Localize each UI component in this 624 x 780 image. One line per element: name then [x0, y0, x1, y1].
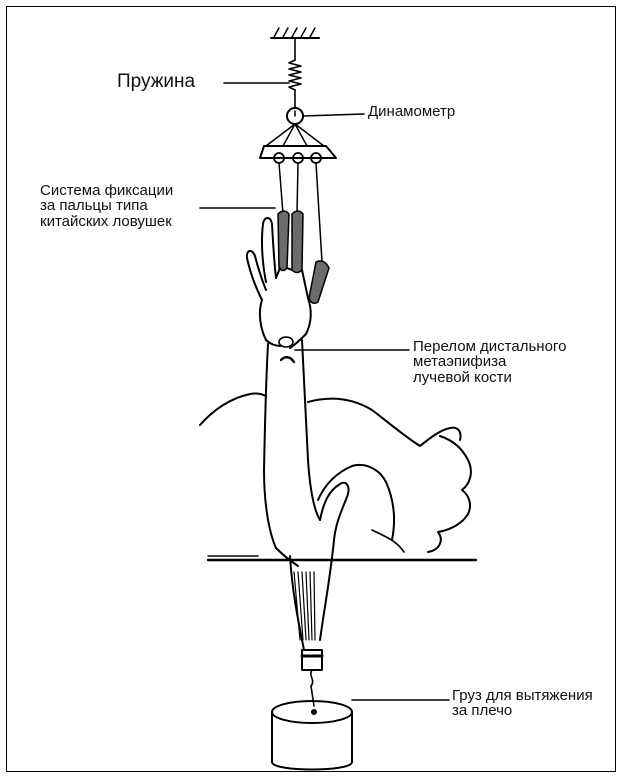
upper-arm [276, 483, 349, 650]
dynamometer [266, 108, 324, 146]
label-fixation-system: Система фиксации за пальцы типа китайски… [40, 183, 173, 229]
elbow-clamp [302, 650, 322, 706]
spring [289, 38, 301, 108]
label-weight: Груз для вытяжения за плечо [452, 688, 593, 719]
spreader-bar [260, 146, 336, 163]
traction-weight [272, 701, 352, 770]
traction-sleeve [294, 572, 315, 640]
label-fracture: Перелом дистального метаэпифиза лучевой … [413, 339, 566, 385]
ceiling-mount [271, 28, 319, 38]
label-spring: Пружина [117, 72, 195, 91]
wrist-fracture [266, 334, 306, 362]
forearm [264, 340, 320, 548]
label-dynamometer: Динамометр [368, 104, 455, 119]
